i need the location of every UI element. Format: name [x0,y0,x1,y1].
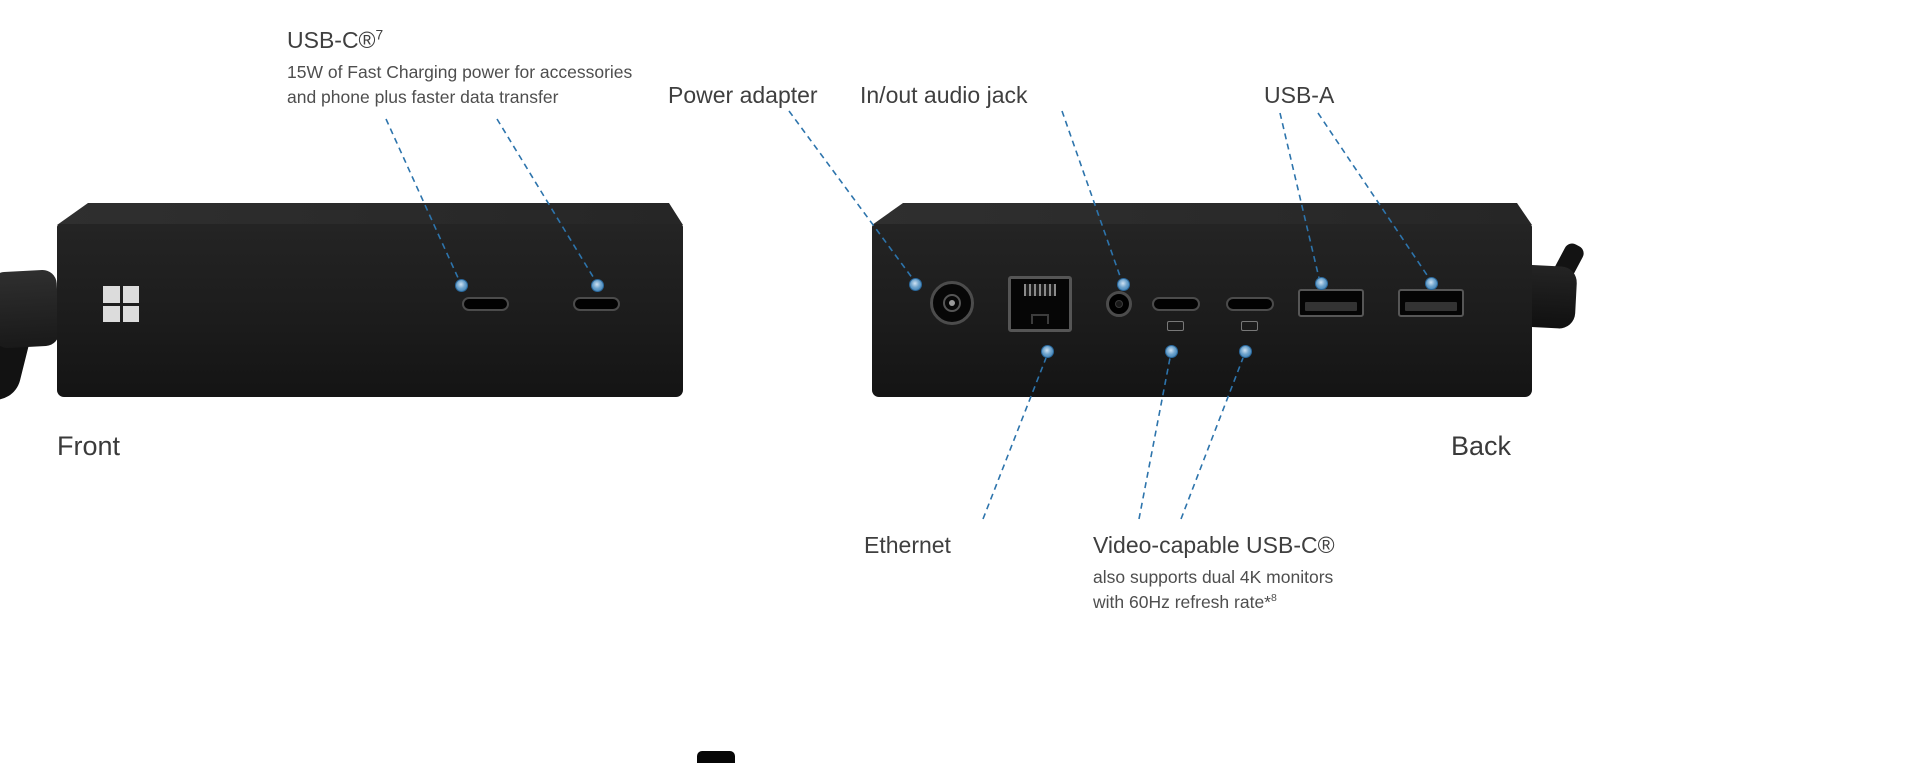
back-view-caption: Back [1451,431,1512,461]
callout-dot-video-usb-c-2 [1239,345,1252,358]
callout-dot-usb-a-1 [1315,277,1328,290]
usb-c-front-label: USB-C®7 [287,27,632,54]
callout-dot-usb-c-front-1 [455,279,468,292]
callout-dot-usb-c-front-2 [591,279,604,292]
dock-back-top-face [872,203,1532,225]
usb-a-port-icon [1398,289,1464,317]
usb-c-front-title-text: USB-C® [287,27,376,53]
footnote-8-superscript: 8 [1271,592,1277,605]
power-port-icon [930,281,974,325]
video-usb-c-desc-line2: with 60Hz refresh rate*8 [1093,590,1335,615]
usb-c-front-desc-line2: and phone plus faster data transfer [287,87,559,108]
callout-dot-ethernet [1041,345,1054,358]
dock-front-view [57,224,683,397]
video-usb-c-title-text: Video-capable USB-C® [1093,532,1335,558]
usb-a-label: USB-A [1264,82,1335,108]
usb-c-video-port-icon [1226,297,1274,311]
power-adapter-label: Power adapter [668,82,818,108]
ethernet-port-icon [1008,276,1072,332]
video-usb-c-label: Video-capable USB-C® [1093,532,1335,559]
usb-c-video-port-icon [1152,297,1200,311]
callout-dot-usb-a-2 [1425,277,1438,290]
cable-connector-left [0,269,60,349]
usb-c-port-icon [573,297,620,311]
usb-c-front-desc-line1: 15W of Fast Charging power for accessori… [287,62,633,82]
windows-logo-icon [103,286,139,322]
ethernet-label: Ethernet [864,532,951,558]
usb-a-port-icon [1298,289,1364,317]
front-view-caption: Front [57,431,121,461]
callout-usb-c-front: USB-C®7 15W of Fast Charging power for a… [287,27,632,111]
dock-back-view [872,224,1532,397]
video-usb-c-desc-line1: also supports dual 4K monitors [1093,567,1334,587]
cropped-edge-artifact [697,751,735,763]
dock-front-top-face [57,203,683,225]
charging-icon [1167,321,1184,331]
display-icon [1241,321,1258,331]
audio-jack-label: In/out audio jack [860,82,1028,108]
footnote-7-superscript: 7 [375,27,384,43]
video-usb-c-desc-line2-text: with 60Hz refresh rate* [1093,592,1271,613]
callout-video-usb-c: Video-capable USB-C® also supports dual … [1093,532,1335,616]
callout-dot-video-usb-c-1 [1165,345,1178,358]
audio-jack-port-icon [1106,291,1132,317]
usb-c-port-icon [462,297,509,311]
callout-dot-power-adapter [909,278,922,291]
cable-connector-right [1524,264,1578,330]
callout-dot-audio-jack [1117,278,1130,291]
